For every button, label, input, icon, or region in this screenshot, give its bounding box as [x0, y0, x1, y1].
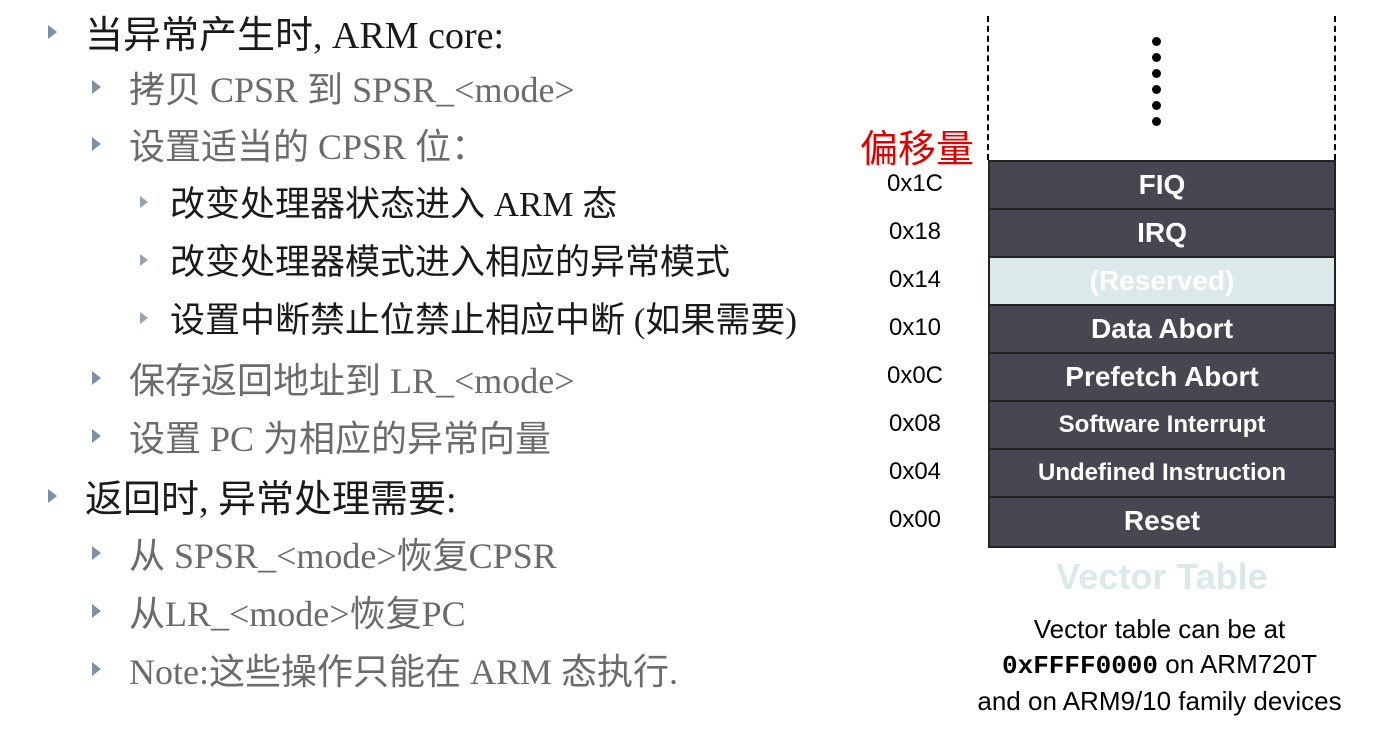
- bullet-text: 改变处理器状态进入 ARM 态: [170, 185, 618, 224]
- ellipsis-dot: [1152, 117, 1161, 126]
- offset-label: 0x14: [888, 266, 942, 293]
- bullet-text: Note:这些操作只能在 ARM 态执行.: [129, 652, 679, 692]
- bullet-text: 设置适当的 CPSR 位：: [129, 127, 488, 167]
- bullet-text: 改变处理器模式进入相应的异常模式: [170, 243, 731, 282]
- ellipsis-dot: [1152, 37, 1161, 46]
- bullet-arrow-icon: [48, 24, 57, 39]
- bullet-item: 设置 PC 为相应的异常向量: [92, 410, 551, 462]
- bullet-list: 当异常产生时, ARM core: 拷贝 CPSR 到 SPSR_<mode> …: [48, 4, 797, 695]
- bullet-item: 保存返回地址到 LR_<mode>: [92, 352, 575, 404]
- ellipsis-dot: [1152, 69, 1161, 78]
- bullet-arrow-icon: [92, 604, 101, 618]
- vector-row-software-interrupt: Software Interrupt: [990, 402, 1334, 450]
- note-line-2-suffix: on ARM720T: [1158, 649, 1317, 679]
- bullet-item: 从LR_<mode>恢复PC: [92, 585, 466, 637]
- offset-label: 0x04: [888, 458, 942, 485]
- vector-table-diagram: 偏移量 0x1C 0x18 0x14 0x10 0x0C 0x08 0x04 0…: [860, 0, 1379, 734]
- bullet-arrow-icon: [92, 80, 101, 94]
- vector-row-irq: IRQ: [990, 210, 1334, 258]
- note-line-3: and on ARM9/10 family devices: [977, 686, 1342, 716]
- bullet-text: 设置 PC 为相应的异常向量: [129, 419, 552, 459]
- bullet-item: Note:这些操作只能在 ARM 态执行.: [92, 643, 678, 695]
- note-line-2: 0xFFFF0000 on ARM720T: [940, 647, 1379, 684]
- bullet-item: 当异常产生时, ARM core:: [48, 4, 504, 59]
- bullet-arrow-icon: [140, 253, 148, 266]
- bullet-text: 返回时, 异常处理需要:: [85, 479, 457, 521]
- vector-row-undefined-instruction: Undefined Instruction: [990, 450, 1334, 498]
- offset-label: 0x08: [888, 410, 942, 437]
- bullet-text: 当异常产生时, ARM core:: [85, 15, 505, 57]
- bullet-item: 改变处理器模式进入相应的异常模式: [140, 234, 730, 285]
- bullet-item: 从 SPSR_<mode>恢复CPSR: [92, 527, 557, 579]
- ellipsis-dot: [1152, 53, 1161, 62]
- offset-label: 0x0C: [886, 362, 944, 389]
- bullet-item: 改变处理器状态进入 ARM 态: [140, 176, 617, 227]
- bullet-arrow-icon: [92, 662, 101, 676]
- bullet-item: 设置适当的 CPSR 位：: [92, 118, 487, 170]
- vector-row-data-abort: Data Abort: [990, 306, 1334, 354]
- vector-table-caption: Vector Table: [1056, 556, 1268, 597]
- bullet-arrow-icon: [48, 488, 57, 503]
- bullet-arrow-icon: [92, 429, 101, 443]
- bullet-item: 返回时, 异常处理需要:: [48, 468, 457, 523]
- ellipsis-dot: [1152, 101, 1161, 110]
- bullet-arrow-icon: [92, 546, 101, 560]
- note-line-1: Vector table can be at: [1033, 614, 1286, 644]
- bullet-text: 拷贝 CPSR 到 SPSR_<mode>: [129, 70, 575, 110]
- note-address: 0xFFFF0000: [1001, 651, 1159, 681]
- bullet-arrow-icon: [140, 311, 148, 324]
- ellipsis-dot: [1152, 85, 1161, 94]
- offset-title: 偏移量: [860, 127, 975, 171]
- vector-row-prefetch-abort: Prefetch Abort: [990, 354, 1334, 402]
- bullet-text: 从 SPSR_<mode>恢复CPSR: [129, 536, 557, 576]
- bullet-arrow-icon: [92, 137, 101, 151]
- dashed-boundary-left: [987, 16, 989, 160]
- offset-label: 0x00: [888, 506, 942, 533]
- vector-row-fiq: FIQ: [990, 162, 1334, 210]
- offset-label: 0x18: [888, 218, 942, 245]
- vector-table-note: Vector table can be at 0xFFFF0000 on ARM…: [940, 612, 1379, 719]
- bullet-item: 拷贝 CPSR 到 SPSR_<mode>: [92, 61, 575, 113]
- offset-label: 0x1C: [886, 170, 944, 197]
- bullet-text: 保存返回地址到 LR_<mode>: [129, 361, 575, 401]
- bullet-arrow-icon: [92, 371, 101, 385]
- vector-table: FIQ IRQ (Reserved) Data Abort Prefetch A…: [988, 160, 1336, 548]
- bullet-arrow-icon: [140, 195, 148, 208]
- bullet-text: 从LR_<mode>恢复PC: [129, 594, 466, 634]
- vector-row-reset: Reset: [990, 498, 1334, 546]
- vector-row-reserved: (Reserved): [990, 258, 1334, 306]
- dashed-boundary-right: [1334, 16, 1336, 160]
- offset-label: 0x10: [888, 314, 942, 341]
- bullet-item: 设置中断禁止位禁止相应中断 (如果需要): [140, 292, 797, 343]
- bullet-text: 设置中断禁止位禁止相应中断 (如果需要): [170, 301, 798, 340]
